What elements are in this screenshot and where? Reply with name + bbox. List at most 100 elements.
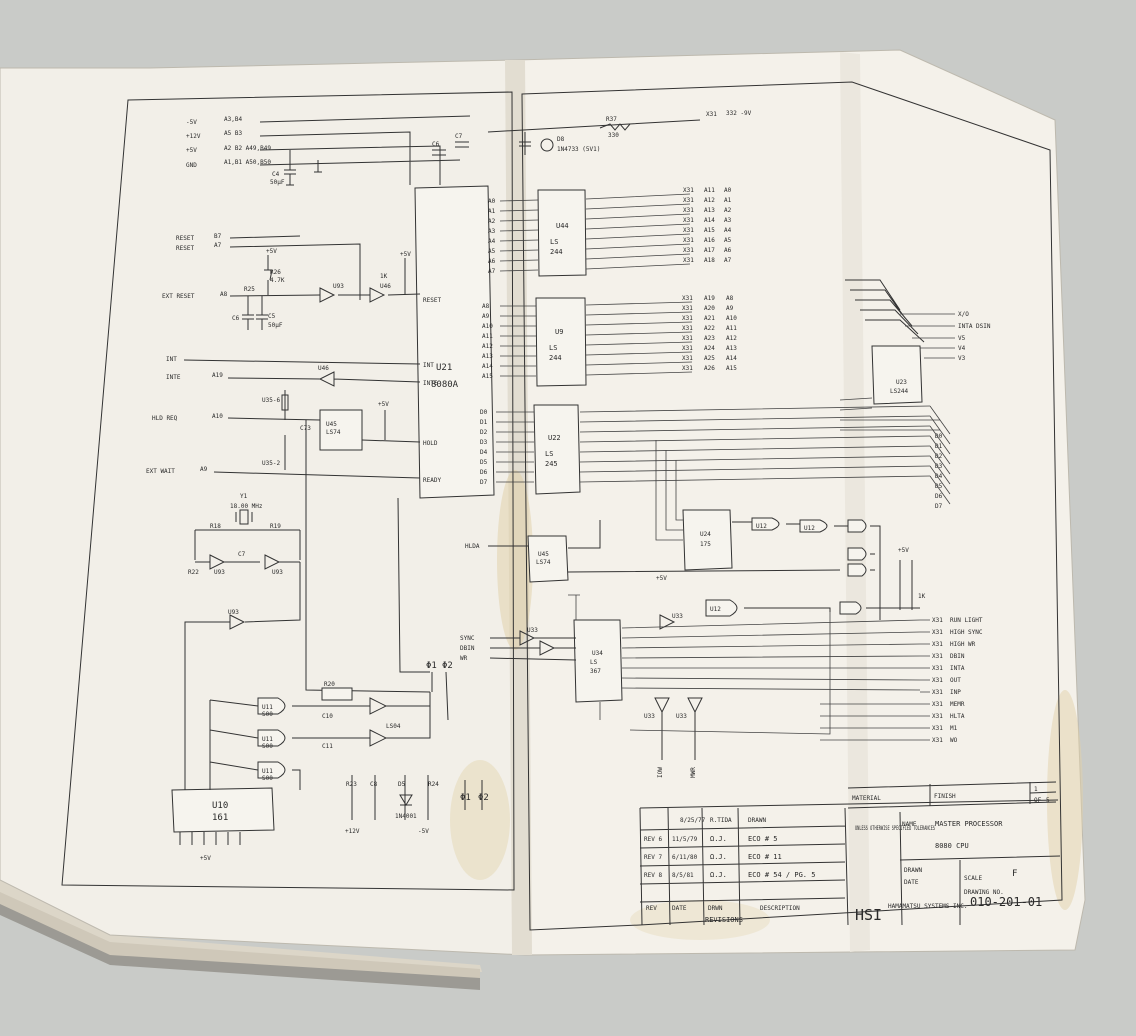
edge-pin: A25 xyxy=(704,355,715,362)
address-buffer-u9: U9 LS 244 xyxy=(535,297,587,387)
tb-company: HAMAMATSU SYSTEMS INC. xyxy=(888,903,967,910)
status-latch-u23: X/O INTA DSIN V5 V4 V3 U23 LS244 xyxy=(839,279,991,431)
u10-type: 161 xyxy=(212,813,228,823)
in-reset2-pin: A7 xyxy=(214,242,222,249)
st-sig: INP xyxy=(950,689,961,696)
u93c: U93 xyxy=(272,569,283,576)
u11c-type: S00 xyxy=(262,775,273,782)
addr-pin: A0 xyxy=(488,198,496,205)
u11b-type: S00 xyxy=(262,743,273,750)
rev-desc: DRAWN xyxy=(748,817,766,824)
clock-osc: Y1 18.00 MHz R18 R19 U93 C7 U93 R22 U93 xyxy=(184,493,301,790)
st-sig: WO xyxy=(950,737,958,744)
control-inputs: INT INTE A19 U46 HLD REQ A10 U45 LS74 U3… xyxy=(146,356,421,479)
right-sig: V3 xyxy=(958,355,966,362)
address-lines-lower: A8 A9 A10 A11 A12 A13 A14 A15 X31 X31 X3… xyxy=(482,295,737,380)
addr-pin: A4 xyxy=(488,238,496,245)
u34-section: U34 LS 367 SYNC DBIN WR U33 U33 U33 U33 … xyxy=(460,594,921,778)
r37-ref: R37 xyxy=(606,116,617,123)
u9-num: 244 xyxy=(549,354,562,362)
c10: C10 xyxy=(322,713,333,720)
net-plus5: +5V xyxy=(186,147,197,154)
clk-phi2: Φ2 xyxy=(442,661,453,671)
flap-fold xyxy=(840,52,870,952)
clock-driver: R20 LS04 C10 C11 Φ1 Φ2 R23 C8 D5 R24 1N4… xyxy=(321,497,489,835)
data-out: D0 xyxy=(935,433,943,440)
edge-pin: A24 xyxy=(704,345,715,352)
addr-out: A0 xyxy=(724,187,732,194)
r26: R26 xyxy=(270,269,281,276)
revisions-table: 8/25/77 R.TIDA DRAWN REV 6 11/5/79 Ω.J. … xyxy=(639,807,849,926)
addr-pin: A8 xyxy=(482,303,490,310)
u44-ref: U44 xyxy=(556,222,569,230)
u45a-type: LS74 xyxy=(326,429,341,436)
rev-rev: REV 8 xyxy=(644,872,662,879)
cpu-part: 8080A xyxy=(431,380,459,390)
addr-pin: A3 xyxy=(488,228,496,235)
u34-num: 367 xyxy=(590,668,601,675)
u93b: U93 xyxy=(214,569,225,576)
u45b-ref: U45 xyxy=(538,551,549,558)
tb-scale: SCALE xyxy=(964,875,982,882)
rev-desc: ECO # 11 xyxy=(748,853,782,861)
stain xyxy=(1047,690,1083,910)
addr-out: A10 xyxy=(726,315,737,322)
addr-out: A11 xyxy=(726,325,737,332)
in-extreset-pin: A8 xyxy=(220,291,228,298)
cpu-ref: U21 xyxy=(436,363,452,373)
wr-label: WR xyxy=(460,655,468,662)
addr-out: A2 xyxy=(724,207,732,214)
r19: R19 xyxy=(270,523,281,530)
st-pin: X31 xyxy=(932,629,943,636)
x31: X31 xyxy=(682,345,693,352)
in-int: INT xyxy=(166,356,177,363)
x31: X31 xyxy=(683,247,694,254)
u9-ref: U9 xyxy=(555,328,563,336)
u24-type: 175 xyxy=(700,541,711,548)
stain xyxy=(450,760,510,880)
u46b-ref: U46 xyxy=(318,365,329,372)
vplus-3: +5V xyxy=(378,401,389,408)
rev-col: REV xyxy=(646,905,657,912)
tb-dwg: 010-201-01 xyxy=(970,895,1042,909)
st-pin: X31 xyxy=(932,665,943,672)
x31: X31 xyxy=(683,257,694,264)
address-buffer-u44: U44 LS 244 xyxy=(537,189,587,277)
st-pin: X31 xyxy=(932,713,943,720)
conn-plus5: A2 B2 A49,B49 xyxy=(224,145,271,152)
addr-out: A6 xyxy=(724,247,732,254)
c7b: C7 xyxy=(238,551,246,558)
edge-pin: A17 xyxy=(704,247,715,254)
st-sig: HIGH SYNC xyxy=(950,629,983,636)
r23: R23 xyxy=(346,781,357,788)
tb-material: MATERIAL xyxy=(852,795,881,802)
r-1k-b: 1K xyxy=(918,593,926,600)
cpu-pin-reset: RESET xyxy=(423,297,441,304)
vplus-5: +5V xyxy=(656,575,667,582)
x31: X31 xyxy=(683,207,694,214)
hlda-label: HLDA xyxy=(465,543,480,550)
u11c-ref: U11 xyxy=(262,768,273,775)
addr-out: A8 xyxy=(726,295,734,302)
x31: X31 xyxy=(683,217,694,224)
r24: R24 xyxy=(428,781,439,788)
st-pin: X31 xyxy=(932,677,943,684)
counter-section: U10 161 +5V U11 S00 U11 S00 U11 S00 xyxy=(171,420,431,862)
u93d: U93 xyxy=(228,609,239,616)
x31: X31 xyxy=(682,365,693,372)
c6: C6 xyxy=(432,141,440,148)
st-sig: HLTA xyxy=(950,713,965,720)
cpu-pin-hold: HOLD xyxy=(423,440,438,447)
u22-num: 245 xyxy=(545,460,558,468)
y1-val: 18.00 MHz xyxy=(230,503,263,510)
rev-date: 8/5/81 xyxy=(672,872,694,879)
edge-pin: A21 xyxy=(704,315,715,322)
data-pin: D1 xyxy=(480,419,488,426)
data-out: D3 xyxy=(935,463,943,470)
c7: C7 xyxy=(455,133,463,140)
right-sig: V5 xyxy=(958,335,966,342)
edge-pin: A13 xyxy=(704,207,715,214)
u93-ref: U93 xyxy=(333,283,344,290)
data-pin: D3 xyxy=(480,439,488,446)
rev-by: R.TIDA xyxy=(710,817,732,824)
